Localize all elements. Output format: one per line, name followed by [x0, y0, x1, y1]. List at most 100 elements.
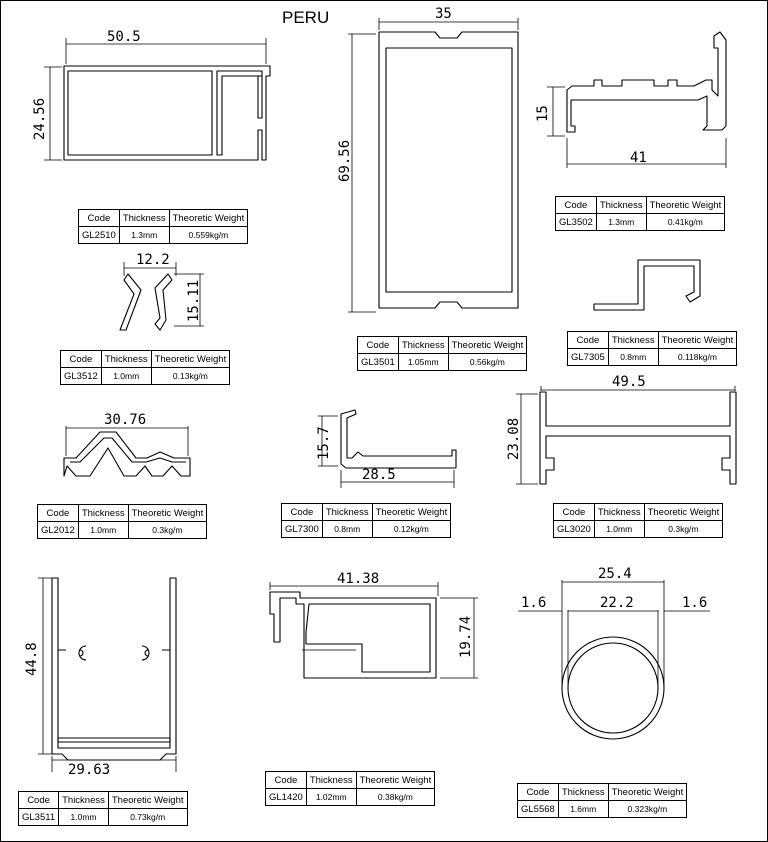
- cell-code: GL7300: [281, 520, 323, 538]
- profile-outline: [154, 273, 173, 331]
- dimension-label: 1.6: [682, 595, 707, 611]
- header-thickness: Thickness: [557, 783, 609, 801]
- header-code: Code: [517, 783, 559, 801]
- profile-outline: [58, 645, 87, 661]
- profile-gl2012: 30.76: [63, 412, 191, 477]
- profile-outline: [67, 70, 213, 156]
- profile-outline: [51, 577, 177, 761]
- cell-thickness: 0.8mm: [607, 348, 659, 366]
- cell-thickness: 1.0mm: [100, 367, 152, 385]
- cell-code: GL3501: [357, 353, 399, 371]
- dimension-label: 69.56: [337, 140, 353, 182]
- header-thickness: Thickness: [58, 791, 109, 809]
- cell-thickness: 1.02mm: [305, 788, 357, 806]
- header-code: Code: [60, 350, 102, 368]
- header-thickness: Thickness: [100, 350, 152, 368]
- cell-code: GL2510: [78, 226, 120, 244]
- profile-gl5568: 25.4 1.6 22.2 1.6: [518, 566, 710, 740]
- header-weight: Theoretic Weight: [127, 504, 208, 522]
- profile-outline: [63, 431, 191, 477]
- header-weight: Theoretic Weight: [355, 771, 436, 789]
- profile-outline: [70, 437, 186, 463]
- dimension-label: 30.76: [104, 412, 146, 428]
- dimension-label: 15.7: [316, 426, 332, 460]
- header-weight: Theoretic Weight: [168, 209, 249, 227]
- dimension-label: 19.74: [458, 616, 474, 658]
- profile-outline: [269, 591, 437, 679]
- tube-outer-wall: [561, 636, 665, 740]
- dimension-label: 12.2: [136, 252, 170, 268]
- dimension-label: 24.56: [32, 98, 48, 140]
- header-thickness: Thickness: [77, 504, 129, 522]
- profile-outline: [566, 31, 727, 133]
- profile-outline: [593, 259, 701, 311]
- header-thickness: Thickness: [321, 503, 373, 521]
- cell-code: GL3511: [17, 808, 60, 826]
- page-title: PERU: [282, 8, 329, 27]
- header-weight: Theoretic Weight: [607, 783, 688, 801]
- cell-code: GL5568: [517, 800, 559, 818]
- profile-gl3511: 44.8 29.63: [24, 577, 177, 778]
- header-thickness: Thickness: [593, 503, 645, 521]
- header-weight: Theoretic Weight: [107, 791, 188, 809]
- header-code: Code: [265, 771, 307, 789]
- profile-outline: [216, 70, 263, 156]
- profile-outline: [539, 391, 737, 485]
- header-code: Code: [555, 196, 597, 214]
- dimension-label: 49.5: [612, 374, 646, 390]
- cell-weight: 0.3kg/m: [127, 521, 208, 539]
- header-thickness: Thickness: [397, 336, 449, 354]
- cell-weight: 0.323kg/m: [607, 800, 688, 818]
- cell-weight: 0.13kg/m: [150, 367, 231, 385]
- cell-thickness: 1.0mm: [593, 520, 645, 538]
- header-thickness: Thickness: [118, 209, 170, 227]
- cell-weight: 0.12kg/m: [371, 520, 452, 538]
- profile-outline: [340, 409, 457, 469]
- cell-code: GL2012: [37, 521, 79, 539]
- dimension-label: 22.2: [600, 595, 634, 611]
- header-thickness: Thickness: [305, 771, 357, 789]
- dimension-label: 28.5: [362, 467, 396, 483]
- dimension-label: 1.6: [521, 595, 546, 611]
- profile-outline: [257, 76, 263, 119]
- dimension-label: 35: [435, 6, 452, 22]
- cell-thickness: 1.0mm: [58, 808, 109, 826]
- header-code: Code: [553, 503, 595, 521]
- header-weight: Theoretic Weight: [643, 503, 724, 521]
- header-code: Code: [357, 336, 399, 354]
- header-code: Code: [567, 331, 609, 349]
- cell-code: GL7305: [567, 348, 609, 366]
- header-code: Code: [17, 791, 60, 809]
- header-weight: Theoretic Weight: [150, 350, 231, 368]
- profile-gl3512: 12.2 15.11: [119, 252, 204, 331]
- header-code: Code: [78, 209, 120, 227]
- profile-gl7300: 15.7 28.5: [316, 409, 457, 488]
- profile-gl7305: [593, 259, 701, 311]
- dimension-label: 41.38: [337, 571, 379, 587]
- cell-weight: 0.559kg/m: [168, 226, 249, 244]
- cell-weight: 0.73kg/m: [107, 808, 188, 826]
- header-weight: Theoretic Weight: [645, 196, 726, 214]
- dimension-label: 15.11: [186, 280, 202, 322]
- cell-weight: 0.118kg/m: [657, 348, 738, 366]
- dimension-label: 44.8: [24, 642, 40, 676]
- cell-thickness: 1.0mm: [77, 521, 129, 539]
- tube-inner-wall: [567, 642, 659, 734]
- profile-gl3502: 15 41: [535, 31, 727, 168]
- cell-thickness: 0.8mm: [321, 520, 373, 538]
- profile-gl3020: 49.5 23.08: [506, 374, 737, 485]
- profile-outline: [378, 31, 519, 309]
- profile-gl2510: 50.5 24.56: [32, 29, 271, 161]
- header-thickness: Thickness: [595, 196, 647, 214]
